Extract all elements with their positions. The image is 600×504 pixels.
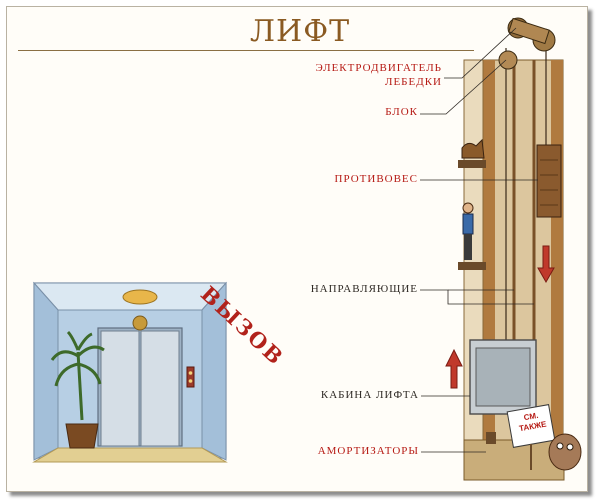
elevator-door-right xyxy=(140,330,180,447)
lobby-scene xyxy=(32,281,228,463)
down-arrow-icon xyxy=(537,245,555,284)
counterweight xyxy=(536,144,562,218)
potted-palm xyxy=(50,330,105,421)
up-arrow-icon xyxy=(445,348,463,389)
page-title: ЛИФТ xyxy=(250,14,351,49)
call-button-panel xyxy=(186,366,195,388)
elevator-cabin xyxy=(469,339,537,415)
label-buffers: АМОРТИЗАТОРЫ xyxy=(317,445,419,457)
label-motor-line2: ЛЕБЕДКИ xyxy=(385,76,442,88)
leader-lines xyxy=(420,27,538,453)
label-counterweight: ПРОТИВОВЕС xyxy=(334,173,418,185)
label-cabin: КАБИНА ЛИФТА xyxy=(320,389,419,401)
pulley xyxy=(498,50,518,70)
dog-icon xyxy=(461,138,485,159)
mascot-icon xyxy=(548,433,582,471)
buffer-left xyxy=(486,432,496,444)
label-motor-line1: ЭЛЕКТРОДВИГАТЕЛЬ xyxy=(315,62,442,74)
winch-motor xyxy=(507,17,556,52)
person-icon xyxy=(462,202,474,260)
landing-lower xyxy=(458,262,486,270)
see-also-sign xyxy=(506,404,556,470)
elevator-door-left xyxy=(100,330,140,447)
label-pulley: БЛОК xyxy=(385,106,418,118)
label-guide-rails: НАПРАВЛЯЮЩИЕ xyxy=(310,283,418,295)
ceiling-lamp xyxy=(122,289,158,305)
landing-upper xyxy=(458,160,486,168)
title-underline xyxy=(18,50,474,51)
floor-indicator xyxy=(132,315,148,331)
